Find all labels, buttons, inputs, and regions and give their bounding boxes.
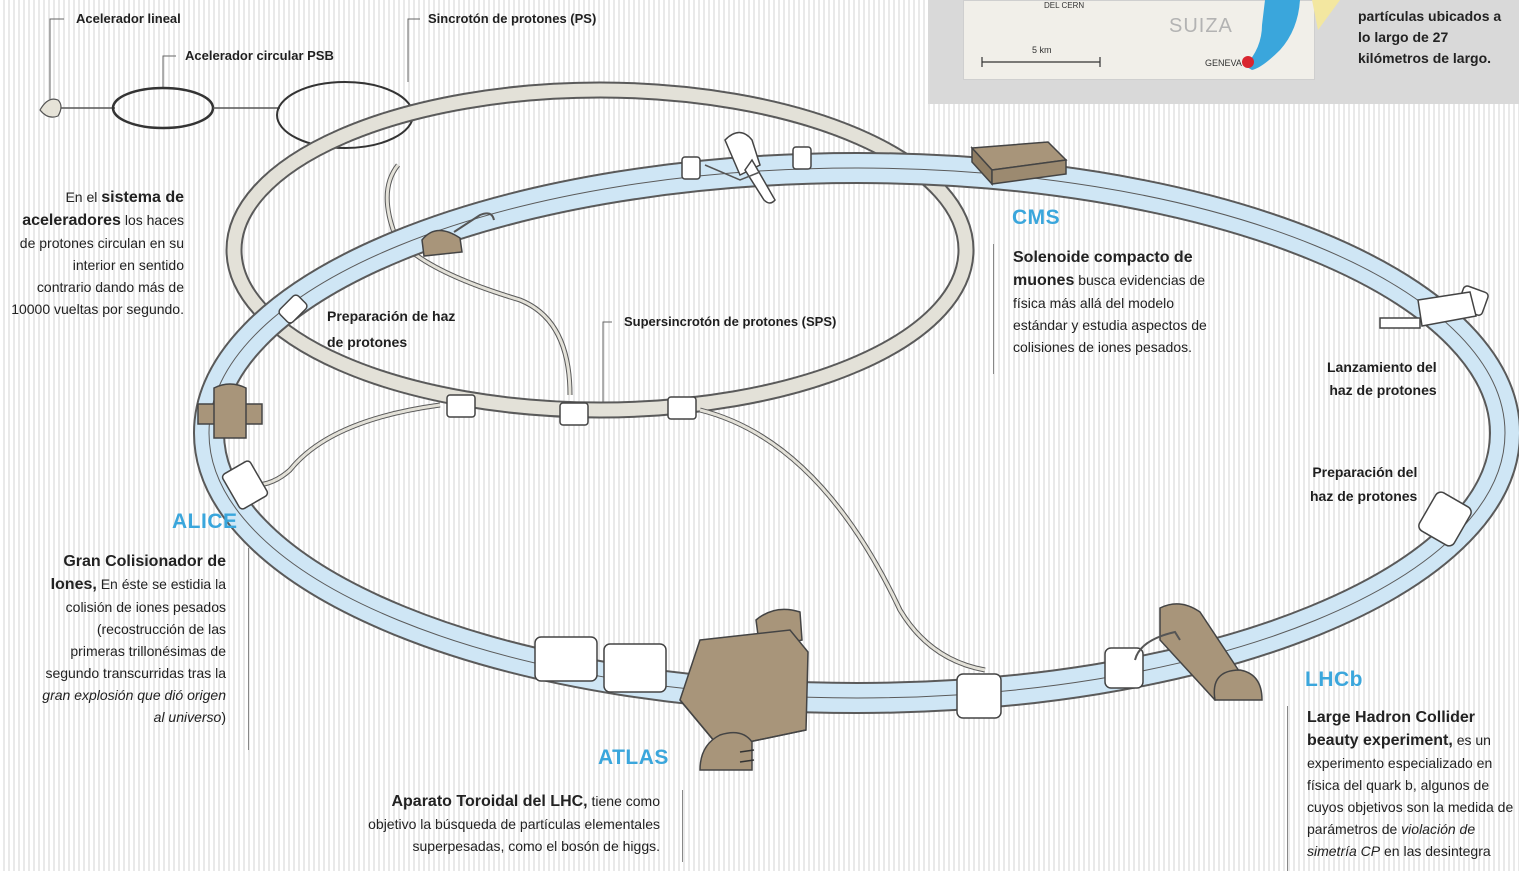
map-scale-label: 5 km (1032, 45, 1052, 55)
linac-label: Acelerador lineal (76, 11, 181, 26)
map-details (981, 0, 1340, 70)
map-city-label: GENEVA (1205, 58, 1242, 68)
map-side-text: partículas ubicados a lo largo de 27 kil… (1358, 8, 1502, 66)
launch-label: Lanzamiento del haz de protones (1327, 359, 1437, 398)
top-kicker (704, 131, 776, 204)
leader-lines (49, 18, 612, 408)
alice-text: Gran Colisionador de Iones, En éste se e… (42, 553, 226, 725)
transfer-lines (244, 402, 986, 673)
atlas-title: ATLAS (598, 746, 669, 769)
beam-launch-device (1379, 291, 1477, 329)
cms-title: CMS (1012, 206, 1061, 229)
map-country-label: SUIZA (1169, 15, 1233, 37)
ring-connectors (221, 146, 1489, 719)
psb-label: Acelerador circular PSB (185, 48, 334, 63)
injection-point-left (421, 212, 495, 257)
lhcb-detector (1134, 603, 1263, 701)
injector-chain (39, 81, 573, 396)
atlas-text: Aparato Toroidal del LHC, tiene como obj… (368, 793, 660, 854)
atlas-detector (679, 608, 809, 771)
cms-text: Solenoide compacto de muones busca evide… (1013, 249, 1207, 355)
lhc-ring (193, 152, 1519, 714)
prep-left-label: Preparación de haz de protones (327, 308, 456, 350)
ps-label: Sincrotón de protones (PS) (428, 11, 597, 26)
detectors (197, 131, 1477, 771)
sps-label: Supersincrotón de protones (SPS) (624, 314, 837, 329)
lhcb-title: LHCb (1305, 668, 1363, 691)
lhcb-rule (1287, 706, 1288, 871)
cms-rule (993, 244, 994, 374)
alice-title: ALICE (172, 510, 238, 533)
intro-text: En el sistema de aceleradores los haces … (11, 189, 184, 317)
lhcb-text: Large Hadron Collider beauty experiment,… (1307, 709, 1514, 859)
alice-detector (197, 383, 263, 439)
geneva-dot (1242, 56, 1254, 68)
map-cern-label: DEL CERN (1044, 1, 1085, 10)
atlas-rule (682, 790, 683, 862)
alice-rule (248, 548, 249, 750)
prep-right-label: Preparación del haz de protones (1310, 464, 1418, 504)
sps-ring (225, 81, 975, 419)
sps-connectors (446, 394, 697, 426)
